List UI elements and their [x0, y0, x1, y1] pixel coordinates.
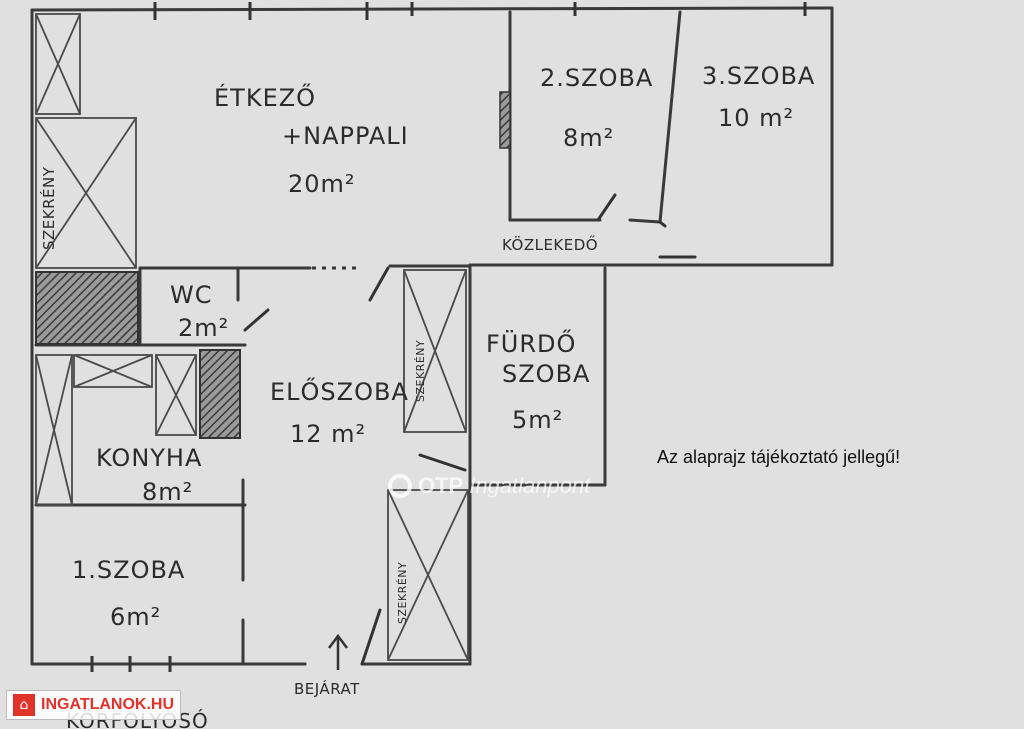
kitchen-label: KONYHA — [96, 444, 202, 472]
entrance-arrow-icon — [328, 633, 348, 670]
ingatlanok-logo: ⌂ INGATLANOK.HU — [6, 690, 182, 720]
hatched-block-left — [35, 271, 139, 345]
dining-label-1: ÉTKEZŐ — [214, 82, 316, 112]
cabinet-left — [35, 13, 137, 269]
hatched-block-kitchen — [199, 349, 241, 439]
kitchen-units — [35, 354, 197, 506]
bath-label-2: SZOBA — [502, 360, 590, 388]
entrance-label: BEJÁRAT — [294, 679, 360, 698]
room2-area: 8m² — [563, 124, 614, 152]
cabinet-left-label: SZEKRÉNY — [39, 166, 58, 250]
otp-watermark: OTP Ingatlanpont — [388, 473, 590, 499]
room1-area: 6m² — [110, 603, 161, 631]
room2-label: 2.SZOBA — [540, 64, 653, 92]
window-marks — [90, 2, 807, 672]
hall-label: ELŐSZOBA — [270, 376, 409, 406]
logo-text: INGATLANOK.HU — [41, 696, 175, 713]
dining-label-2: +NAPPALI — [282, 122, 409, 150]
cabinet-entry — [387, 489, 469, 661]
bath-area: 5m² — [512, 406, 563, 434]
hall-area: 12 m² — [290, 420, 366, 448]
room3-label: 3.SZOBA — [702, 62, 815, 90]
cabinet-hall-label: SZEKRÉNY — [414, 340, 427, 402]
watermark-brand: OTP — [418, 473, 464, 498]
cabinet-hall — [403, 269, 467, 433]
cabinet-entry-label: SZEKRÉNY — [396, 562, 409, 624]
hatched-door-room2 — [499, 91, 511, 149]
dining-area: 20m² — [288, 170, 356, 198]
bath-label-1: FÜRDŐ — [486, 328, 576, 358]
wc-label: WC — [170, 281, 213, 309]
watermark-sub: Ingatlanpont — [469, 473, 591, 498]
house-icon: ⌂ — [13, 694, 35, 716]
kitchen-area: 8m² — [142, 478, 193, 506]
outer-walls — [30, 6, 834, 666]
corridor-label: KÖZLEKEDŐ — [502, 234, 598, 254]
interior-walls — [34, 10, 682, 666]
room3-area: 10 m² — [718, 104, 794, 132]
wc-area: 2m² — [178, 314, 229, 342]
otp-logo-icon — [388, 474, 412, 498]
disclaimer-note: Az alaprajz tájékoztató jellegű! — [657, 447, 901, 467]
doors — [243, 193, 697, 666]
room1-label: 1.SZOBA — [72, 556, 185, 584]
